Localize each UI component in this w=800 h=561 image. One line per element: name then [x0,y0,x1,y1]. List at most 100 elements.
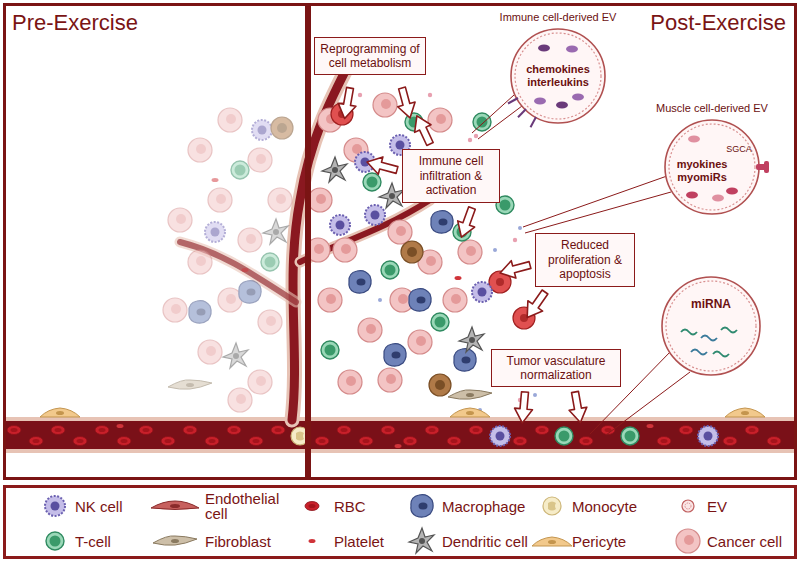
plt-symbol [212,178,219,182]
mirna-strand [721,328,737,333]
arr-symbol [520,287,553,323]
rbc-symbol [161,437,175,446]
rbc-symbol [139,426,153,435]
dotb-symbol [533,393,537,397]
rbc-symbol [337,426,351,435]
cargo-blob [726,188,738,195]
dend-symbol [459,327,484,352]
dot-symbol [358,93,362,97]
dend-symbol [263,219,288,244]
peri-symbol [40,408,80,417]
rbc-symbol [117,437,131,446]
brown-symbol [401,241,423,263]
cancer-symbol [428,108,452,132]
tcell-symbol [555,427,573,445]
dot-symbol [513,238,517,242]
rbc-symbol [679,426,693,435]
tcell-symbol [621,427,639,445]
mono-symbol [543,497,561,515]
cancer-symbol [676,529,700,553]
cancer-symbol [338,370,362,394]
cancer-symbol [188,250,212,274]
ev-outline [650,265,772,387]
rbc-symbol [359,437,373,446]
ev-membrane [665,120,759,214]
plt-symbol [647,424,654,428]
rbc-symbol [447,437,461,446]
peri-symbol [725,408,765,417]
tcell-symbol [321,341,339,359]
cancer-symbol [308,188,332,212]
cancer-symbol [318,288,342,312]
rbc-symbol [95,426,109,435]
cargo-blob [534,98,546,105]
rbc-symbol [513,437,527,446]
macro-symbol [349,271,371,294]
cancer-symbol [228,388,252,412]
box-label: Tumor vasculature normalization [497,354,615,383]
arr-symbol [498,256,533,281]
ev-heading: Muscle cell-derived EV [634,102,790,115]
macro-symbol [384,344,406,367]
cancer-symbol [268,188,292,212]
tcell-symbol [473,113,491,131]
cargo-blob [556,102,568,109]
cancer-symbol [168,208,192,232]
effect-box: Tumor vasculature normalization [491,349,621,388]
sgca-protein [764,161,769,173]
rbc-symbol [579,437,593,446]
tcell-symbol [381,261,399,279]
cancer-symbol [188,138,212,162]
cancer-symbol [373,93,397,117]
panel-title: Post-Exercise [650,10,786,36]
nk-symbol [472,282,492,302]
plt-symbol [395,444,402,448]
macro-symbol [431,211,453,234]
ev-label: SGCA [724,144,754,155]
mirna-strand [691,350,707,355]
macro-symbol [454,349,476,372]
dotb-symbol [493,248,497,252]
dend-symbol [409,528,434,553]
legend-label: EV [707,499,787,514]
rbc-symbol [315,437,329,446]
fib-symbol [448,390,492,399]
arr-symbol [453,205,481,240]
ev-circle: Immune cell-derived EVchemokines interle… [480,9,636,123]
arr-symbol [513,391,534,423]
arr-symbol [393,86,418,121]
cargo-blob [712,195,724,202]
ev-leader-lines [472,95,690,435]
illustration-shape [523,176,667,227]
cancer-symbol [333,238,357,262]
macro-symbol [189,301,211,324]
dotb-symbol [518,226,522,230]
vessel-wall [3,417,797,453]
legend-frame [5,487,796,558]
rbc-symbol [73,437,87,446]
effect-box: Reduced proliferation & apoptosis [535,233,635,286]
legend-label: Dendritic cell [442,534,542,549]
tcell-symbol [363,173,381,191]
mirna-strand [701,336,717,341]
rbc-symbol [535,426,549,435]
brown-symbol [271,117,293,139]
membrane-receptor [518,109,526,117]
brown-symbol [429,374,451,396]
rbc-symbol [425,426,439,435]
tcell-symbol [261,253,279,271]
arr-symbol [365,153,400,178]
legend-label: NK cell [75,499,175,514]
plt-symbol [117,424,124,428]
legend-icons [45,495,700,553]
cancer-symbol [358,318,382,342]
plt-symbol [455,276,462,280]
ev-symbol [682,500,694,512]
rbc-symbol [7,426,21,435]
legend-label: T-cell [75,534,175,549]
rbc-symbol [723,437,737,446]
cancer-symbol [258,310,282,334]
endo-symbol [151,501,199,510]
legend-label: Cancer cell [707,534,792,549]
rbc-symbol [403,437,417,446]
